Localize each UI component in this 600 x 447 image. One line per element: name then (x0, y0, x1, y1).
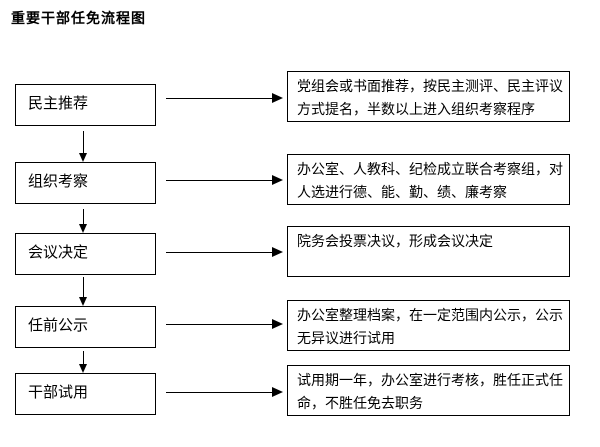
flow-arrow-right-3 (166, 247, 283, 257)
flow-arrow-right-5 (166, 387, 283, 397)
desc-box-democratic-recommendation: 党组会或书面推荐，按民主测评、民主评议方式提名，半数以上进入组织考察程序 (287, 71, 570, 122)
flow-arrow-right-1 (166, 93, 283, 103)
step-box-organizational-inspection: 组织考察 (15, 162, 156, 204)
step-box-meeting-decision: 会议决定 (15, 233, 156, 275)
flow-arrow-down-1 (79, 131, 87, 162)
flow-arrow-right-4 (166, 319, 283, 329)
flow-arrow-down-2 (79, 209, 87, 233)
desc-box-cadre-probation: 试用期一年，办公室进行考核，胜任正式任命，不胜任免去职务 (287, 365, 570, 416)
desc-box-organizational-inspection: 办公室、人教科、纪检成立联合考察组，对人选进行德、能、勤、绩、廉考察 (287, 154, 570, 205)
flow-arrow-down-3 (79, 277, 87, 306)
step-box-democratic-recommendation: 民主推荐 (15, 84, 156, 126)
desc-box-pre-appointment-publicity: 办公室整理档案，在一定范围内公示，公示无异议进行试用 (287, 300, 570, 351)
flow-arrow-right-2 (166, 175, 283, 185)
step-box-pre-appointment-publicity: 任前公示 (15, 306, 156, 348)
desc-box-meeting-decision: 院务会投票决议，形成会议决定 (287, 226, 570, 277)
step-box-cadre-probation: 干部试用 (15, 373, 156, 415)
flowchart-title: 重要干部任免流程图 (11, 10, 146, 26)
flow-arrow-down-4 (79, 351, 87, 373)
